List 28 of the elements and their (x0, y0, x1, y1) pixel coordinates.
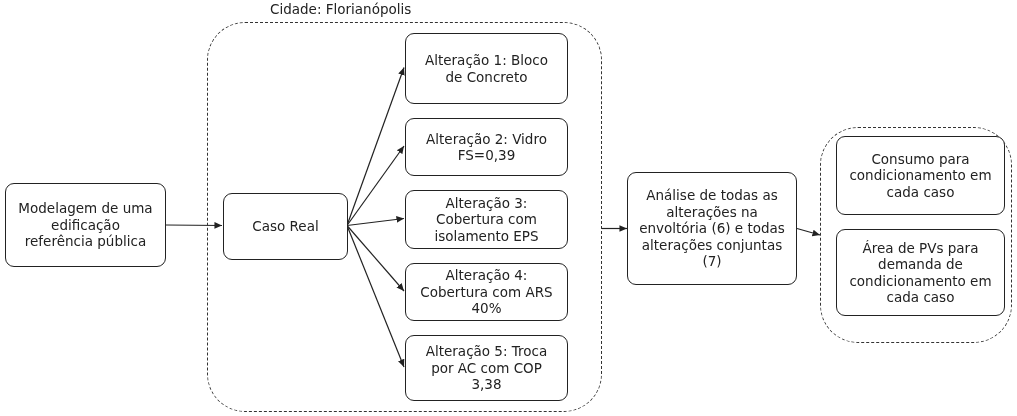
box-label: Alteração 2: Vidro FS=0,39 (425, 130, 548, 164)
arrow (346, 224, 405, 292)
process-box (627, 172, 797, 285)
box-label: Alteração 1: Bloco de Concreto (423, 52, 549, 85)
arrow (346, 216, 405, 227)
process-box (836, 136, 1005, 215)
process-box (405, 335, 568, 401)
process-box (405, 33, 568, 104)
process-box (223, 193, 348, 260)
arrow (165, 222, 223, 229)
process-box (405, 263, 568, 321)
box-label: Consumo para condicionamento em cada caso (848, 150, 993, 201)
box-label: Alteração 4: Cobertura com ARS 40% (419, 267, 554, 317)
box-label: Análise de todas as alterações na envoltória (6) e todas alterações conjuntas (7) (638, 187, 786, 270)
dashed-group-box (820, 127, 1012, 343)
process-box (405, 190, 568, 249)
box-label: Alteração 5: Troca por AC com COP 3,38 (424, 343, 549, 393)
box-label: Área de PVs para demanda de condicionamento em cada caso (848, 239, 993, 306)
process-box (405, 118, 568, 176)
box-label: Caso Real (252, 218, 319, 235)
group-heading: Cidade: Florianópolis (270, 1, 412, 18)
arrow (346, 145, 405, 227)
arrow (796, 227, 821, 237)
box-label: Alteração 3: Cobertura com isolamento EPS (433, 194, 540, 245)
process-box (5, 183, 166, 267)
box-label: Modelagem de uma edificação referência pública (17, 200, 154, 250)
process-box (836, 229, 1005, 316)
arrow (601, 225, 628, 232)
